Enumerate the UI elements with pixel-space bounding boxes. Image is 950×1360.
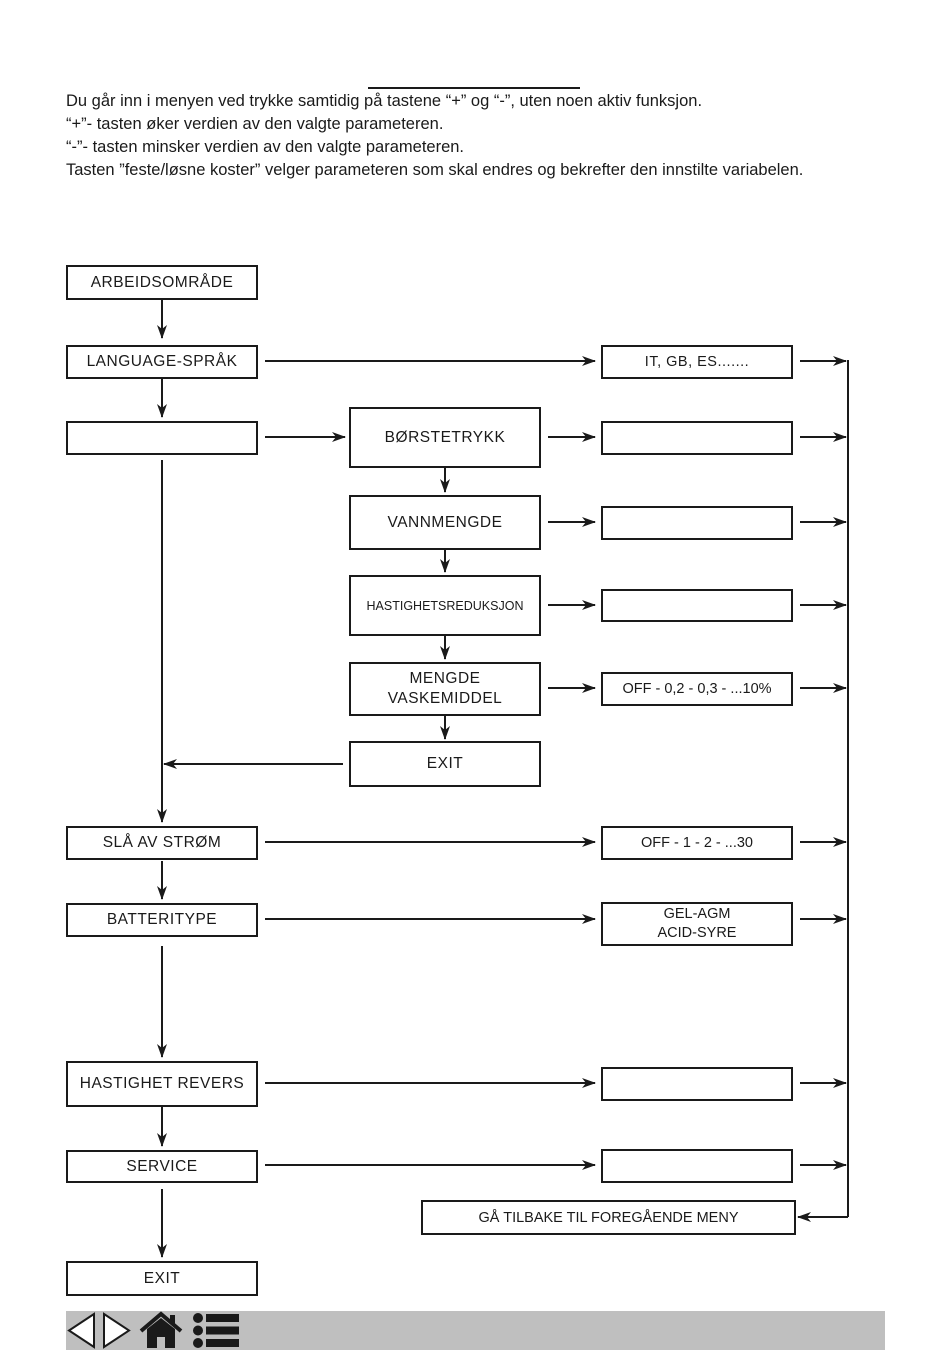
mengde-vaskemiddel-box: MENGDE VASKEMIDDEL — [349, 662, 541, 716]
batteritype-values-box: GEL-AGM ACID-SYRE — [601, 902, 793, 946]
sub-exit-box: EXIT — [349, 741, 541, 787]
menu-list-icon[interactable] — [192, 1311, 242, 1350]
prev-page-icon[interactable] — [66, 1311, 100, 1350]
home-icon[interactable] — [138, 1311, 184, 1350]
hastighet-revers-box: HASTIGHET REVERS — [66, 1061, 258, 1107]
batteri-line1: GEL-AGM — [663, 906, 731, 922]
intro-text: Du går inn i menyen ved trykke samtidig … — [66, 90, 884, 182]
intro-line: Tasten ”feste/løsne koster” velger param… — [66, 161, 804, 179]
vannmengde-box: VANNMENGDE — [349, 495, 541, 550]
mengde-values-box: OFF - 0,2 - 0,3 - ...10% — [601, 672, 793, 706]
batteritype-box: BATTERITYPE — [66, 903, 258, 937]
exit-box: EXIT — [66, 1261, 258, 1296]
batteri-line2: ACID-SYRE — [657, 925, 737, 941]
vannmengde-value-box — [601, 506, 793, 540]
hastighetsreduksjon-value-box — [601, 589, 793, 622]
service-value-box — [601, 1149, 793, 1183]
borstetrykk-box: BØRSTETRYKK — [349, 407, 541, 468]
mengde-line1: MENGDE — [409, 670, 481, 687]
next-page-icon[interactable] — [100, 1311, 134, 1350]
service-box: SERVICE — [66, 1150, 258, 1183]
intro-line: “+”- tasten øker verdien av den valgte p… — [66, 115, 444, 133]
hastighet-revers-value-box — [601, 1067, 793, 1101]
nav-bar — [66, 1311, 885, 1350]
language-box: LANGUAGE-SPRÅK — [66, 345, 258, 379]
borstetrykk-value-box — [601, 421, 793, 455]
hastighetsreduksjon-box: HASTIGHETSREDUKSJON — [349, 575, 541, 636]
text-overline — [368, 87, 580, 89]
blank-menu-box — [66, 421, 258, 455]
sla-av-strom-box: SLÅ AV STRØM — [66, 826, 258, 860]
back-to-previous-menu-box: GÅ TILBAKE TIL FOREGÅENDE MENY — [421, 1200, 796, 1235]
arbeidsomrade-box: ARBEIDSOMRÅDE — [66, 265, 258, 300]
intro-line: Du går inn i menyen ved trykke samtidig … — [66, 92, 703, 110]
intro-line: “-”- tasten minsker verdien av den valgt… — [66, 138, 465, 156]
sla-av-strom-values-box: OFF - 1 - 2 - ...30 — [601, 826, 793, 860]
mengde-line2: VASKEMIDDEL — [387, 690, 503, 707]
language-values-box: IT, GB, ES....... — [601, 345, 793, 379]
